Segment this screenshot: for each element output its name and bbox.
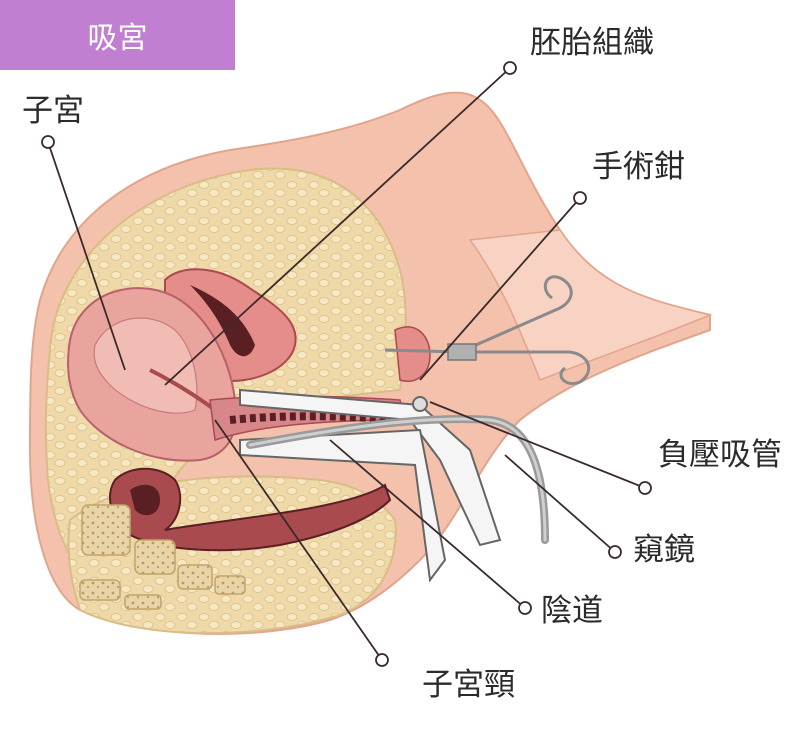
title-banner: 吸宮 (0, 0, 235, 70)
bladder-inner (190, 285, 255, 357)
label-speculum: 窺鏡 (633, 532, 695, 568)
surgical-forceps (384, 275, 591, 385)
leader-lines (41, 61, 652, 667)
label-suction-tube: 負壓吸管 (658, 437, 782, 473)
thigh (468, 229, 713, 381)
label-cervix: 子宮頸 (422, 667, 515, 703)
vaginal-wall (229, 412, 401, 424)
label-forceps: 手術鉗 (592, 149, 685, 185)
sacrum (79, 504, 246, 610)
label-uterus: 子宮 (22, 93, 84, 129)
labia (394, 326, 431, 382)
bowel-fold (130, 484, 160, 516)
uterus-inner (93, 317, 198, 414)
uterine-cavity (149, 368, 217, 412)
label-vagina: 陰道 (541, 593, 603, 629)
label-embryo-tissue: 胚胎組織 (530, 25, 654, 61)
